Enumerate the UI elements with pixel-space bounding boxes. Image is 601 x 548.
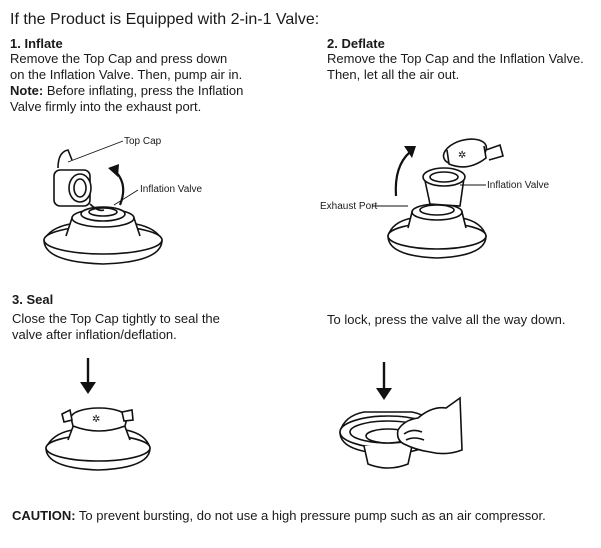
inflate-instruction-line-2: on the Inflation Valve. Then, pump air i…: [10, 67, 243, 82]
svg-text:✲: ✲: [458, 150, 466, 161]
seal-instruction-line-1: Close the Top Cap tightly to seal the: [12, 311, 220, 326]
seal-instruction-line-2: valve after inflation/deflation.: [12, 327, 177, 342]
inflate-instruction-line-1: Remove the Top Cap and press down: [10, 51, 228, 66]
caution-notice: CAUTION: To prevent bursting, do not use…: [12, 508, 546, 523]
svg-text:✲: ✲: [92, 414, 100, 425]
note-label: Note:: [10, 83, 44, 98]
page-title: If the Product is Equipped with 2-in-1 V…: [10, 11, 320, 28]
inflate-note: Note: Before inflating, press the Inflat…: [10, 83, 243, 99]
inflate-heading: 1. Inflate: [10, 36, 63, 51]
deflate-instruction-line-1: Remove the Top Cap and the Inflation Val…: [327, 51, 584, 66]
caution-text: To prevent bursting, do not use a high p…: [75, 508, 546, 523]
deflate-heading: 2. Deflate: [327, 36, 385, 51]
deflate-section: 2. Deflate Remove the Top Cap and the In…: [327, 36, 584, 83]
callout-inflation-valve-1: Inflation Valve: [140, 184, 203, 195]
deflate-instruction-line-2: Then, let all the air out.: [327, 67, 460, 82]
inflate-section: 1. Inflate Remove the Top Cap and press …: [10, 36, 243, 115]
callout-inflation-valve-2: Inflation Valve: [487, 180, 550, 191]
seal-heading: 3. Seal: [12, 292, 54, 307]
callout-top-cap: Top Cap: [124, 136, 162, 147]
callout-exhaust-port: Exhaust Port: [320, 201, 378, 212]
seal-section: 3. Seal Close the Top Cap tightly to sea…: [12, 292, 220, 343]
lock-instruction: To lock, press the valve all the way dow…: [327, 312, 566, 327]
inflate-note-line-2: Valve firmly into the exhaust port.: [10, 99, 202, 114]
note-text: Before inflating, press the Inflation: [43, 83, 244, 98]
caution-label: CAUTION:: [12, 508, 76, 523]
